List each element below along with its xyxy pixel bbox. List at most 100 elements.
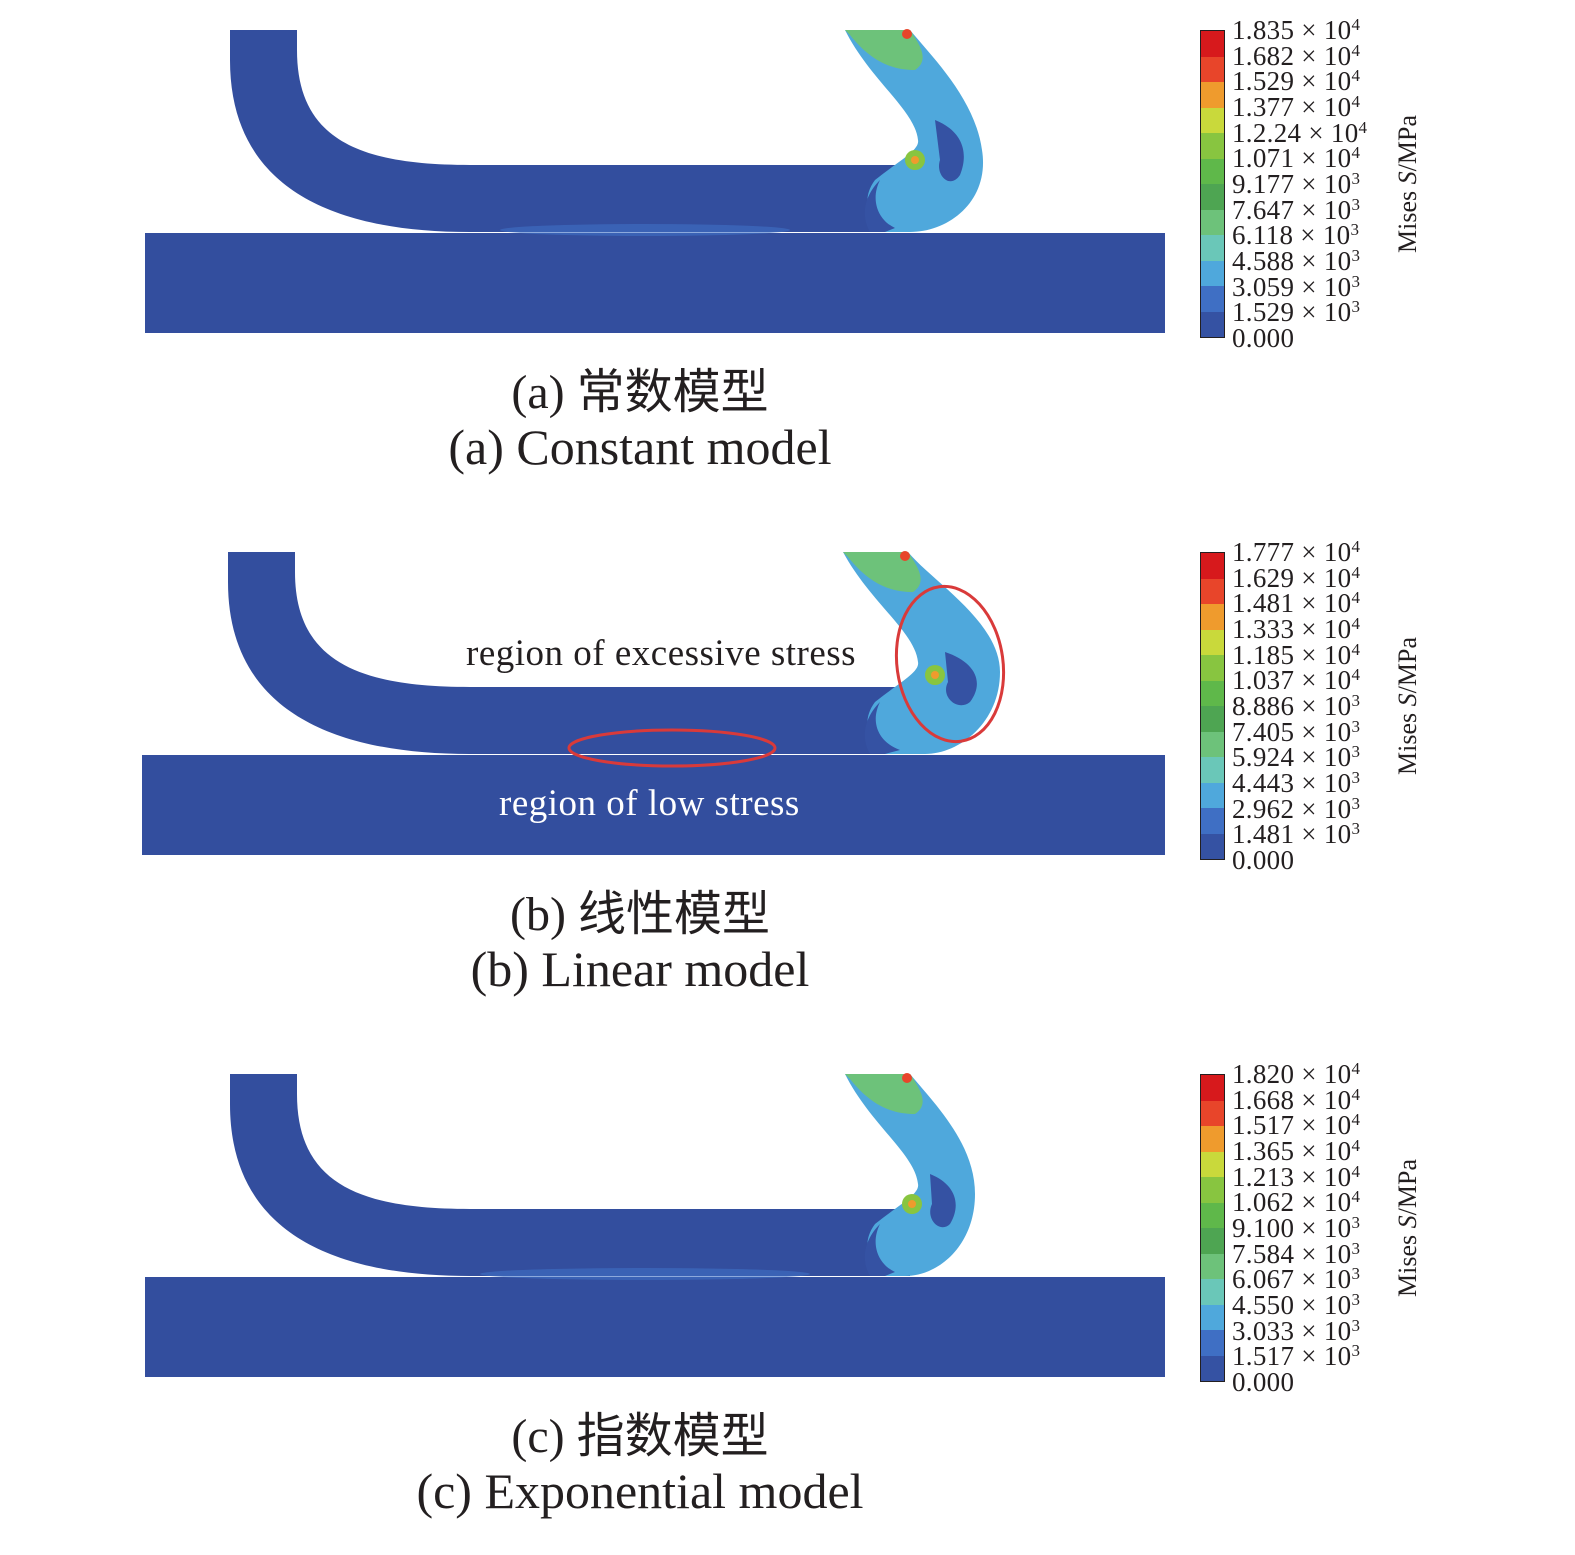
right-bend-dark <box>860 1074 956 1276</box>
stress-hotspot-core <box>908 1200 916 1208</box>
legend-color-band <box>1201 1177 1224 1203</box>
legend-tick-exponent: 4 <box>1351 613 1361 633</box>
legend-tick-mantissa: 1.062 × 10 <box>1232 1187 1352 1218</box>
right-bend-dark <box>860 552 977 754</box>
legend-color-band <box>1201 1330 1224 1356</box>
legend-tick-mantissa: 1.668 × 10 <box>1232 1084 1352 1115</box>
legend-tick-mantissa: 1.517 × 10 <box>1232 1110 1352 1141</box>
annotation-excessive-stress: region of excessive stress <box>466 633 857 674</box>
fem-contour-plot <box>145 1073 1165 1377</box>
legend-tick-exponent: 4 <box>1351 91 1361 111</box>
right-bend-dark <box>860 30 964 232</box>
legend-tick-mantissa: 3.059 × 10 <box>1232 271 1352 302</box>
legend-color-band <box>1201 1151 1224 1177</box>
legend-tick-mantissa: 1.835 × 10 <box>1232 15 1352 45</box>
legend-tick-exponent: 4 <box>1351 1135 1361 1155</box>
legend-tick-mantissa: 1.185 × 10 <box>1232 639 1352 670</box>
substrate-plate <box>142 755 1165 855</box>
stress-hotspot-top <box>900 551 910 561</box>
legend-tick-label: 1.629 × 104 <box>1232 562 1361 592</box>
legend-color-band <box>1201 209 1224 235</box>
legend-color-band <box>1201 1075 1224 1101</box>
stress-hotspot-core <box>911 156 919 164</box>
pipe-left-bend <box>228 552 910 754</box>
legend-tick-mantissa: 6.067 × 10 <box>1232 1264 1352 1295</box>
legend-tick-label: 4.443 × 103 <box>1232 767 1360 798</box>
legend-title-unit: /MPa <box>1393 1159 1422 1216</box>
legend-tick-mantissa: 2.962 × 10 <box>1232 793 1352 824</box>
caption-chinese: (c) 指数模型 <box>511 1410 769 1463</box>
legend-tick-mantissa: 1.820 × 10 <box>1232 1059 1352 1089</box>
legend-title-prefix: Mises <box>1393 184 1422 253</box>
legend-tick-exponent: 3 <box>1350 220 1360 240</box>
legend-title-prefix: Mises <box>1393 706 1422 775</box>
stress-hotspot-top <box>902 1073 912 1083</box>
legend-color-band <box>1201 107 1224 133</box>
legend-color-band <box>1201 604 1224 630</box>
legend-tick-exponent: 3 <box>1351 793 1361 813</box>
legend-tick-exponent: 4 <box>1351 1059 1361 1078</box>
substrate-plate <box>145 1277 1165 1377</box>
legend-color-band <box>1201 1100 1224 1126</box>
legend-color-band <box>1201 578 1224 604</box>
legend-tick-label: 1.668 × 104 <box>1232 1084 1360 1115</box>
legend-tick-label: 1.185 × 104 <box>1232 639 1360 670</box>
legend-tick-exponent: 4 <box>1351 40 1361 60</box>
legend-color-band <box>1201 808 1224 834</box>
high-stress-ellipse <box>894 584 1006 744</box>
legend-tick-label: 3.033 × 103 <box>1232 1315 1361 1345</box>
legend-colorbar <box>1200 1074 1225 1382</box>
legend-tick-exponent: 3 <box>1351 168 1361 188</box>
legend-colorbar <box>1200 552 1225 860</box>
legend-tick-label: 5.924 × 103 <box>1232 743 1360 771</box>
legend-tick-exponent: 4 <box>1351 537 1361 556</box>
legend-tick-label: 1.481 × 104 <box>1232 588 1361 619</box>
right-bend-green <box>845 30 923 70</box>
legend-color-band <box>1201 680 1224 706</box>
legend-tick-exponent: 3 <box>1351 690 1361 710</box>
legend-tick-label: 1.062 × 104 <box>1232 1187 1360 1218</box>
caption-english: (c) Exponential model <box>416 1463 864 1519</box>
legend-title: Mises S/MPa <box>1393 1159 1423 1297</box>
legend-tick-exponent: 3 <box>1351 1315 1361 1335</box>
legend-tick-exponent: 4 <box>1351 588 1361 608</box>
legend-tick-mantissa: 1.071 × 10 <box>1232 143 1352 174</box>
legend-tick-label: 1.213 × 104 <box>1232 1163 1360 1191</box>
legend-tick-exponent: 3 <box>1351 716 1361 736</box>
right-bend-body <box>845 30 984 232</box>
legend-tick-mantissa: 4.443 × 10 <box>1232 767 1352 798</box>
legend-tick-mantissa: 1.037 × 10 <box>1232 665 1352 696</box>
pipe-left-bend <box>230 30 910 232</box>
legend-colorbar <box>1200 30 1225 338</box>
legend-tick-mantissa: 1.377 × 10 <box>1232 91 1352 122</box>
low-stress-ellipse <box>567 728 777 768</box>
legend-tick-mantissa: 1.529 × 10 <box>1232 66 1352 97</box>
caption-chinese: (b) 线性模型 <box>510 888 770 941</box>
legend-tick-exponent: 3 <box>1351 1289 1361 1309</box>
right-bend-green <box>843 552 921 592</box>
legend-tick-label: 9.100 × 103 <box>1232 1214 1360 1242</box>
legend-tick-label: 2.962 × 103 <box>1232 793 1361 824</box>
legend-tick-mantissa: 7.405 × 10 <box>1232 716 1352 747</box>
legend-tick-exponent: 4 <box>1351 665 1361 685</box>
legend-tick-label: 4.550 × 103 <box>1232 1289 1361 1319</box>
legend-tick-label: 1.377 × 104 <box>1232 91 1367 122</box>
legend-tick-mantissa: 0.000 <box>1232 1366 1295 1397</box>
fem-contour-plot <box>145 29 1165 333</box>
legend-tick-mantissa: 1.365 × 10 <box>1232 1135 1352 1166</box>
legend-color-band <box>1201 311 1224 337</box>
legend-tick-mantissa: 6.118 × 10 <box>1232 220 1351 251</box>
substrate-plate <box>145 233 1165 333</box>
legend-tick-mantissa: 1.481 × 10 <box>1232 588 1352 619</box>
legend-tick-exponent: 4 <box>1351 562 1361 582</box>
stress-hotspot-core <box>931 671 939 679</box>
legend-color-band <box>1201 56 1224 82</box>
legend-tick-mantissa: 7.647 × 10 <box>1232 194 1352 225</box>
caption-english: (a) Constant model <box>448 419 832 475</box>
legend-color-band <box>1201 31 1224 57</box>
legend-tick-label: 0.000 <box>1232 324 1367 352</box>
